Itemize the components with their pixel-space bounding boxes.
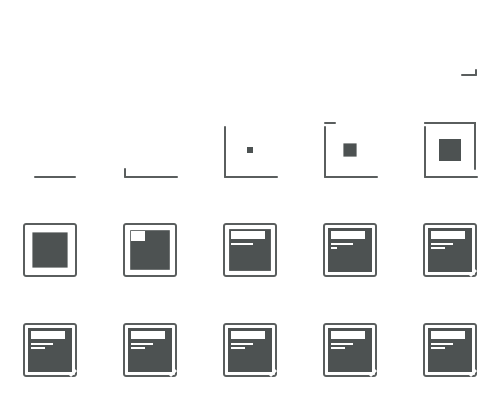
outline-frame xyxy=(323,323,377,377)
frame-11 xyxy=(23,323,78,378)
frame-7 xyxy=(123,223,177,277)
content-line-1 xyxy=(431,343,453,345)
inner-fill xyxy=(343,143,357,157)
outline-frame xyxy=(23,323,77,377)
corner-fold xyxy=(468,368,478,378)
frame-9 xyxy=(323,223,377,277)
content-line-1 xyxy=(331,343,353,345)
frame-14 xyxy=(323,323,378,378)
content-line-3 xyxy=(431,347,445,349)
content-line-3 xyxy=(331,347,345,349)
outline-frame xyxy=(223,223,277,277)
content-line-1 xyxy=(31,343,53,345)
inner-fill xyxy=(439,139,461,161)
corner-fold xyxy=(468,268,478,278)
frame-8 xyxy=(223,223,277,277)
header-bar xyxy=(231,331,265,339)
content-line-1 xyxy=(231,243,253,245)
corner-fold xyxy=(68,368,78,378)
frame-2 xyxy=(124,168,178,178)
frame-15 xyxy=(423,323,478,378)
header-block xyxy=(131,231,145,241)
outline-frame xyxy=(123,223,177,277)
header-bar xyxy=(31,331,65,339)
content-line-1 xyxy=(331,243,353,245)
content-line-1 xyxy=(231,343,253,345)
header-bar xyxy=(231,231,265,239)
corner-fold xyxy=(368,368,378,378)
inner-fill xyxy=(32,232,68,268)
frame-10 xyxy=(423,223,478,278)
outline-frame xyxy=(123,323,177,377)
content-line-3 xyxy=(131,347,145,349)
frame-4 xyxy=(324,122,378,178)
header-bar xyxy=(431,331,465,339)
outline-frame xyxy=(323,223,377,277)
frame-13 xyxy=(223,323,278,378)
content-line-3 xyxy=(431,247,445,249)
outline-top-right xyxy=(424,122,476,170)
corner-fold xyxy=(168,368,178,378)
inner-fill xyxy=(247,147,253,153)
content-line-3 xyxy=(231,347,245,349)
content-line-3 xyxy=(31,347,45,349)
corner-fold xyxy=(268,368,278,378)
header-bar xyxy=(331,231,365,239)
header-bar xyxy=(431,231,465,239)
outline-frame xyxy=(423,223,477,277)
frame-3 xyxy=(224,126,278,178)
outline-frame xyxy=(23,223,77,277)
content-line-2 xyxy=(331,247,337,249)
frame-6 xyxy=(23,223,77,277)
outline-frame xyxy=(223,323,277,377)
outline-frame xyxy=(423,323,477,377)
content-line-1 xyxy=(431,243,453,245)
frame-5 xyxy=(424,122,478,178)
content-line-1 xyxy=(131,343,153,345)
frame-12 xyxy=(123,323,178,378)
header-bar xyxy=(331,331,365,339)
header-bar xyxy=(131,331,165,339)
